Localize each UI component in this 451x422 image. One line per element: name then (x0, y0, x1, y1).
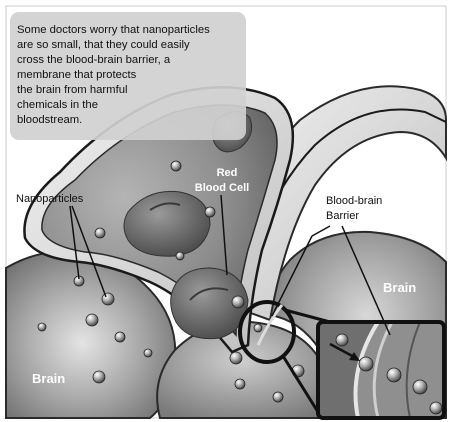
nanoparticle (144, 349, 152, 357)
inset-nanoparticle (413, 380, 427, 394)
caption-line: membrane that protects (17, 69, 137, 81)
label-brain-left: Brain (32, 371, 65, 386)
nanoparticle (93, 371, 105, 383)
label-barrier: Barrier (326, 210, 359, 222)
nanoparticle (115, 332, 125, 342)
nanoparticle (86, 314, 98, 326)
caption-line: are so small, that they could easily (17, 39, 190, 51)
label-blood-brain: Blood-brain (326, 195, 382, 207)
zoom-inset (318, 322, 444, 418)
nanoparticle (205, 207, 215, 217)
label-nanoparticles: Nanoparticles (16, 193, 84, 205)
nanoparticle (38, 323, 46, 331)
inset-nanoparticle (336, 334, 348, 346)
nanoparticle (176, 252, 184, 260)
nanoparticle (254, 324, 262, 332)
nanoparticle (171, 161, 181, 171)
nanoparticle (102, 293, 114, 305)
label-blood-cell: Blood Cell (195, 182, 249, 194)
label-brain-right: Brain (383, 280, 416, 295)
nanoparticle (95, 228, 105, 238)
caption-line: chemicals in the (17, 99, 98, 111)
nanoparticle (230, 352, 242, 364)
caption-line: bloodstream. (17, 114, 82, 126)
inset-nanoparticle (430, 402, 442, 414)
nanoparticle (273, 392, 283, 402)
nanoparticle (235, 379, 245, 389)
label-red: Red (217, 167, 238, 179)
caption-line: cross the blood-brain barrier, a (17, 54, 171, 66)
inset-nanoparticle (387, 368, 401, 382)
caption-line: Some doctors worry that nanoparticles (17, 24, 210, 36)
nanoparticle (232, 296, 244, 308)
caption-line: the brain from harmful (17, 84, 128, 96)
inset-nanoparticle (359, 357, 373, 371)
